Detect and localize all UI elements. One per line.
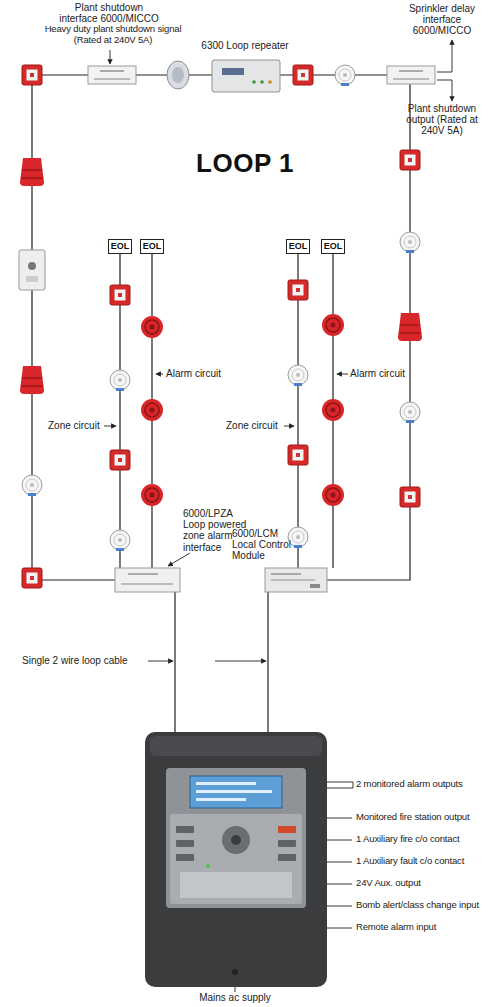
smoke-detector — [110, 530, 130, 551]
sounder — [20, 158, 44, 186]
callout-label: Sprinkler delay interface 6000/MICCO — [398, 3, 486, 37]
smoke-detector — [400, 402, 420, 423]
spur-wire — [120, 254, 333, 568]
call-point-box — [19, 250, 45, 290]
sounder — [322, 399, 344, 421]
sounder — [20, 366, 44, 394]
smoke-detector — [400, 232, 420, 253]
call-point — [288, 445, 308, 465]
diagram-title: LOOP 1 — [185, 148, 305, 179]
call-point — [293, 65, 313, 85]
call-point — [22, 65, 42, 85]
smoke-detector — [288, 527, 308, 548]
call-point — [288, 280, 308, 300]
callout-label: Alarm circuit — [350, 368, 410, 379]
node-text: EOL — [143, 242, 162, 251]
callout-label: 24V Aux. output — [356, 878, 490, 889]
call-point — [110, 285, 130, 305]
smoke-detector — [110, 370, 130, 391]
smoke-detector — [288, 365, 308, 386]
local-control-module — [265, 568, 327, 592]
leader-lines — [104, 40, 452, 661]
callout-label: 2 monitored alarm outputs — [356, 779, 490, 790]
output-lines — [235, 782, 353, 992]
sounder — [141, 399, 163, 421]
eol-box: EOL — [140, 239, 164, 254]
call-point — [400, 487, 420, 507]
callout-label: Alarm circuit — [166, 368, 226, 379]
callout-label: Heavy duty plant shutdown signal (Rated … — [38, 24, 188, 45]
smoke-detector — [335, 65, 355, 86]
callout-label: Bomb alert/class change input — [356, 900, 490, 911]
zone-alarm-interface — [115, 568, 180, 592]
callout-label: Single 2 wire loop cable — [22, 655, 152, 666]
node-text: EOL — [324, 242, 343, 251]
sounder — [141, 484, 163, 506]
callout-label: 6000/LCM Local Control Module — [232, 528, 302, 562]
callout-label: Mains ac supply — [185, 992, 285, 1003]
callout-label: 1 Auxiliary fire c/o contact — [356, 834, 490, 845]
call-point — [110, 450, 130, 470]
callout-label: 6300 Loop repeater — [195, 40, 295, 51]
node-text: EOL — [111, 242, 130, 251]
eol-box: EOL — [108, 239, 132, 254]
interface-module — [387, 66, 435, 84]
callout-label: Plant shutdown interface 6000/MICCO — [55, 2, 163, 24]
eol-box: EOL — [321, 239, 345, 254]
sounder — [141, 316, 163, 338]
loop-cable — [175, 592, 268, 735]
node-text: EOL — [289, 242, 308, 251]
sounder — [322, 484, 344, 506]
callout-label: Remote alarm input — [356, 922, 490, 933]
beacon — [167, 61, 189, 89]
loop-repeater — [212, 60, 280, 92]
eol-box: EOL — [286, 239, 310, 254]
loop-wire — [32, 75, 410, 580]
sounder — [398, 313, 422, 341]
call-point — [22, 568, 42, 588]
call-point — [400, 150, 420, 170]
callout-label: Zone circuit — [48, 420, 108, 431]
smoke-detector — [22, 475, 42, 496]
callout-label: Plant shutdown output (Rated at 240V 5A) — [398, 103, 486, 137]
sounder — [322, 314, 344, 336]
fire-panel — [145, 732, 327, 987]
interface-module — [88, 66, 136, 84]
callout-label: Zone circuit — [226, 420, 286, 431]
callout-label: Monitored fire station output — [356, 812, 490, 823]
callout-label: 1 Auxiliary fault c/o contact — [356, 856, 490, 867]
